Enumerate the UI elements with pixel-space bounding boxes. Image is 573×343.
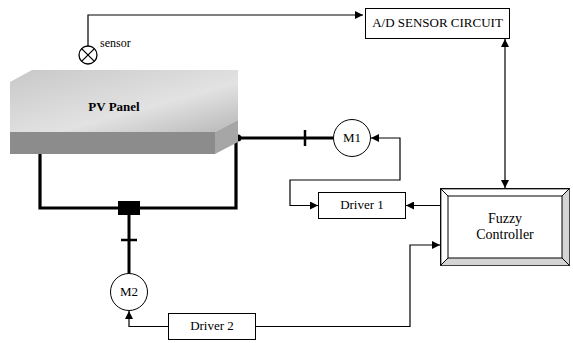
- sensor-label: sensor: [100, 36, 131, 51]
- m2-shaft: [128, 215, 131, 273]
- node-text: Driver 2: [190, 319, 234, 334]
- driver-box: Driver 2: [168, 313, 256, 340]
- panel-front: [10, 132, 215, 154]
- sensor-symbol: [79, 46, 97, 64]
- node-text: Fuzzy Controller: [460, 211, 550, 243]
- signal-connector: [406, 205, 440, 206]
- node-text: M1: [343, 131, 361, 146]
- m2-coupling: [121, 239, 137, 242]
- m1-coupling: [304, 130, 307, 146]
- signal-connector: [504, 39, 505, 188]
- sensor-cross: [82, 49, 95, 62]
- controller-box: Fuzzy Controller: [440, 188, 570, 266]
- signal-connector: [256, 245, 440, 327]
- node-text: A/D SENSOR CIRCUIT: [372, 16, 503, 31]
- node-text: M2: [120, 285, 138, 300]
- node-text: Driver 1: [340, 198, 384, 213]
- panel-top: [10, 70, 238, 132]
- sensor-circuit-box: A/D SENSOR CIRCUIT: [365, 8, 510, 39]
- m1-shaft: [238, 137, 333, 140]
- motor-circle: M2: [110, 273, 148, 311]
- signal-connector: [129, 311, 168, 327]
- driver-box: Driver 1: [318, 192, 406, 219]
- frame-mount: [118, 201, 140, 215]
- node-text: PV Panel: [88, 100, 139, 115]
- panel-side: [215, 120, 238, 154]
- pv-panel: PV Panel: [10, 70, 238, 156]
- motor-circle: M1: [333, 119, 371, 157]
